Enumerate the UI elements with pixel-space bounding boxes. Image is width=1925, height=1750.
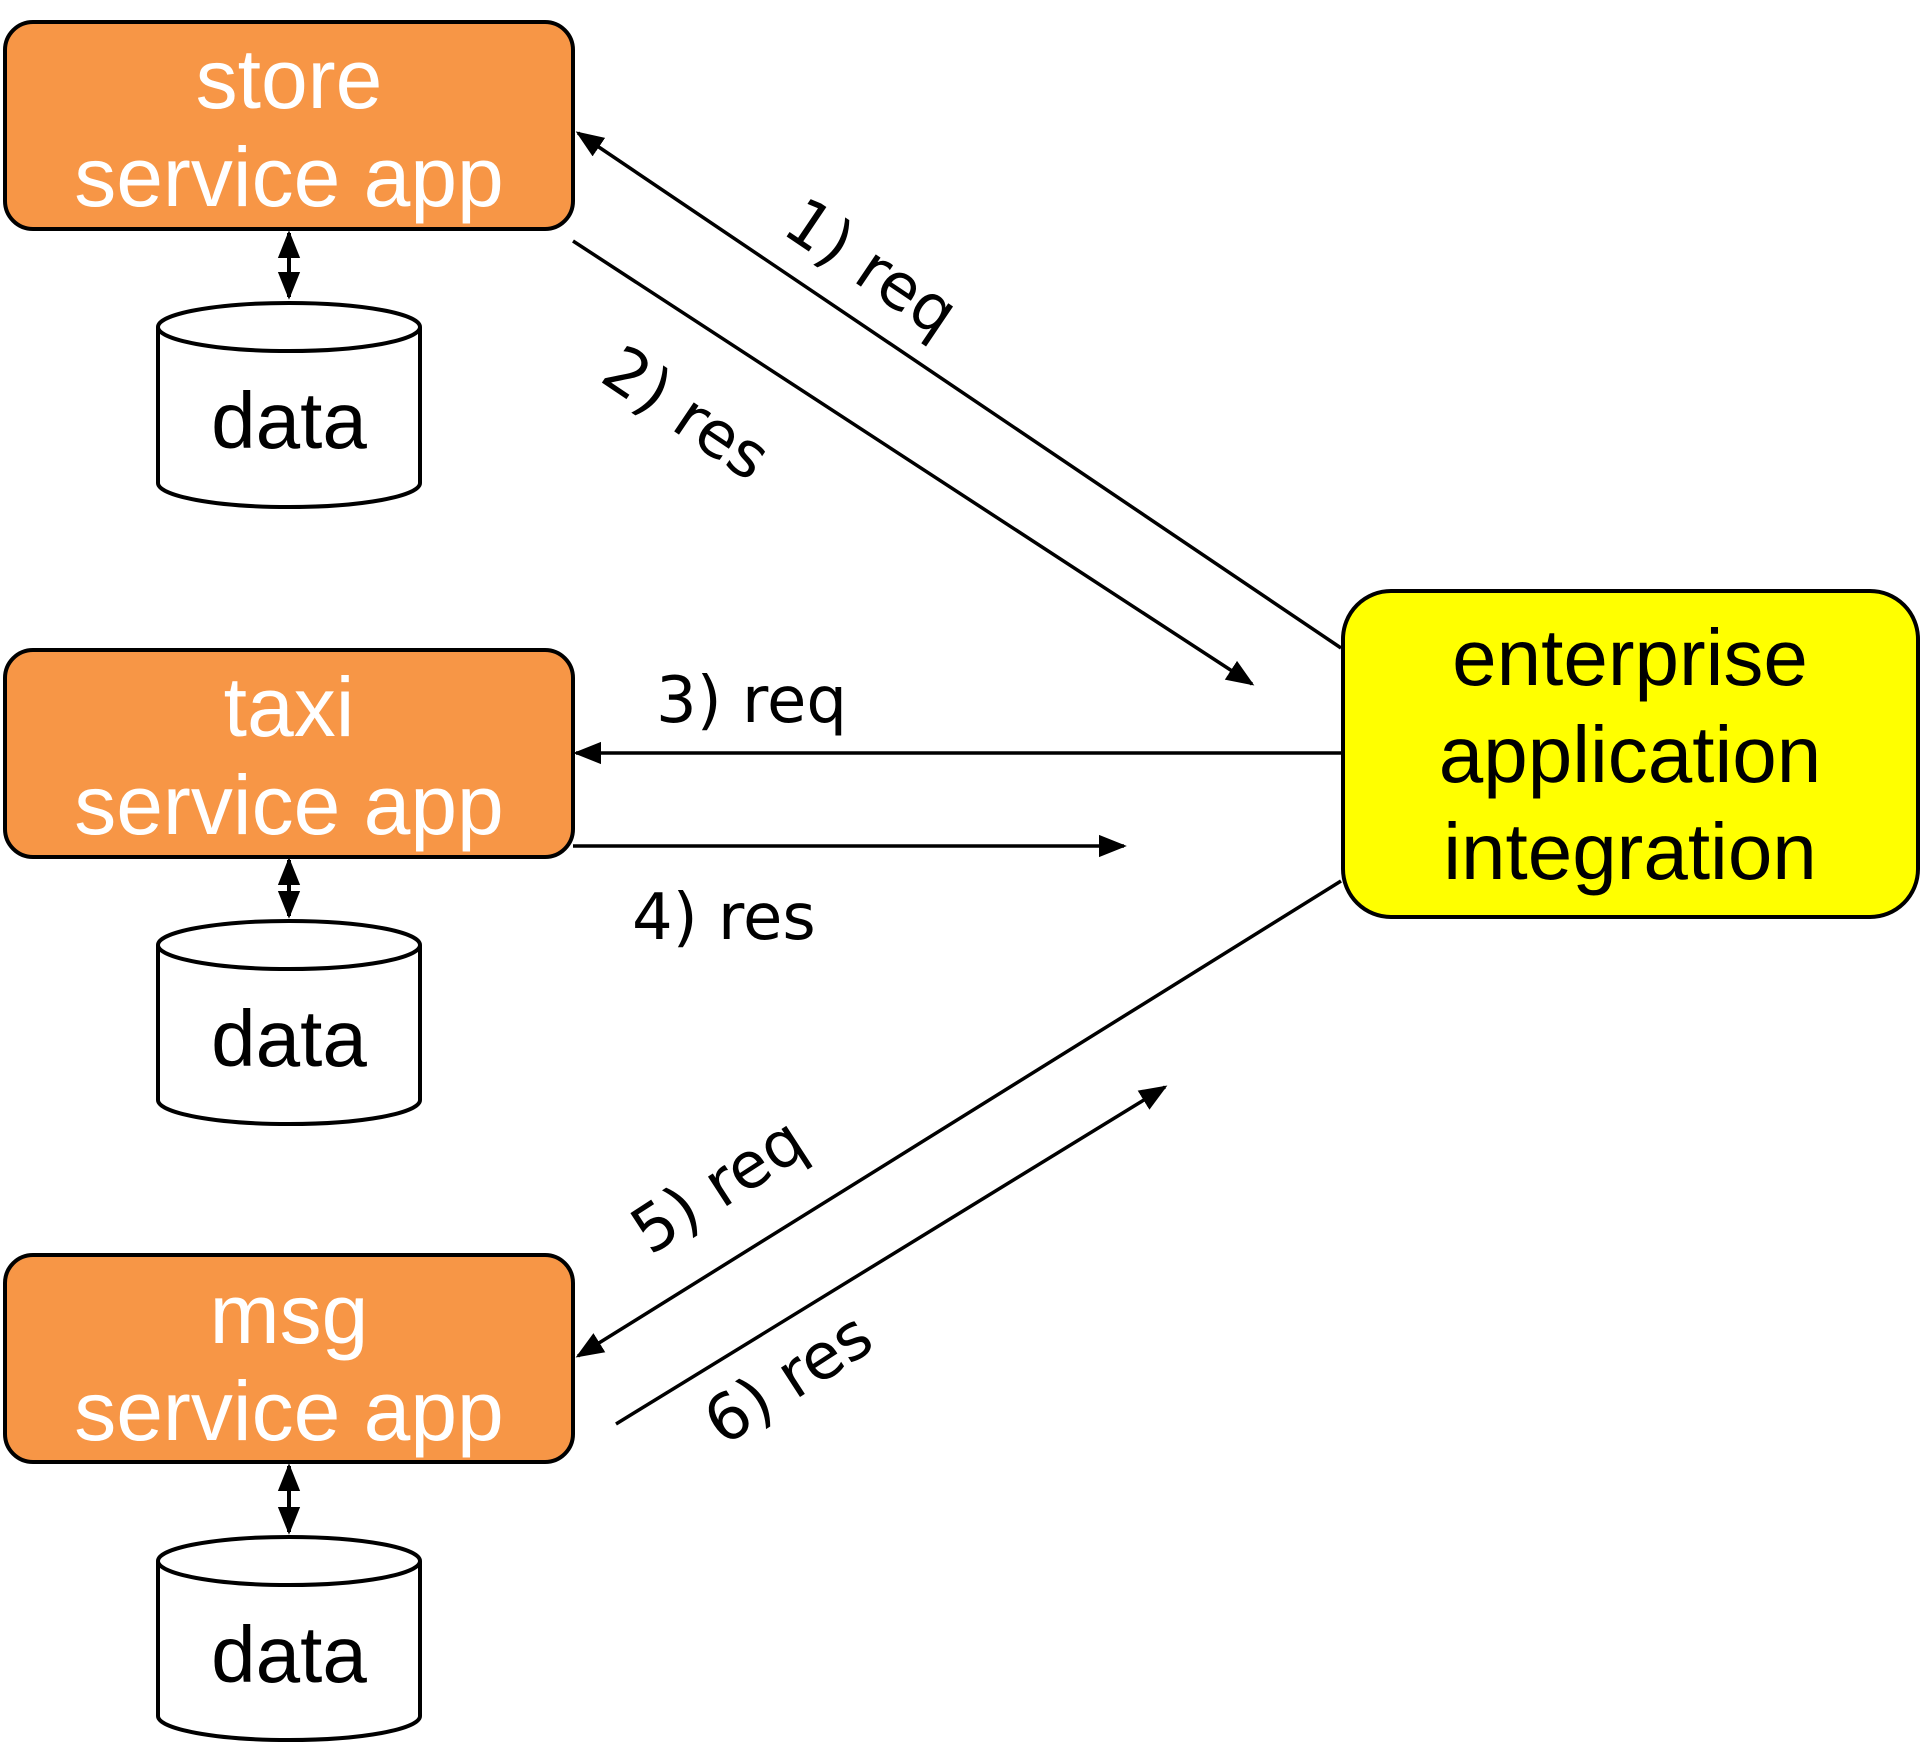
eai-box — [1341, 589, 1920, 919]
store-database: data — [156, 301, 422, 509]
msg-service-app: msg service app — [3, 1253, 575, 1464]
flow-4-label: 4) res — [632, 881, 816, 955]
msg-app-title: msg — [210, 1267, 369, 1361]
flow-1-req-arrow — [575, 131, 1342, 650]
msg-app-subtitle: service app — [74, 1364, 504, 1458]
store-app-subtitle: service app — [74, 130, 504, 224]
eai-line-1: enterprise — [1452, 613, 1808, 702]
taxi-database: data — [156, 919, 422, 1126]
msg-app-box — [3, 1253, 575, 1464]
eai-line-2: application — [1439, 710, 1822, 799]
eai-hub: enterprise application integration — [1341, 589, 1920, 919]
msg-database: data — [156, 1535, 422, 1742]
flow-2-label: 2) res — [589, 332, 783, 496]
msg-db-label: data — [211, 1610, 367, 1699]
flow-5-label: 5) req — [618, 1103, 818, 1269]
flow-2-res-arrow — [572, 239, 1255, 686]
taxi-app-title: taxi — [224, 660, 355, 754]
taxi-db-top — [156, 919, 422, 971]
store-db-body — [156, 327, 422, 509]
msg-db-body — [156, 1561, 422, 1742]
flow-5-req-arrow — [575, 879, 1342, 1358]
store-app-title: store — [196, 32, 383, 126]
eai-line-3: integration — [1443, 807, 1817, 896]
flow-1-label: 1) req — [771, 184, 971, 352]
store-db-label: data — [211, 376, 367, 465]
flow-6-label: 6) res — [691, 1298, 885, 1460]
taxi-db-label: data — [211, 994, 367, 1083]
store-service-app: store service app — [3, 20, 575, 231]
store-app-box — [3, 20, 575, 231]
taxi-app-box — [3, 648, 575, 859]
taxi-app-subtitle: service app — [74, 758, 504, 852]
taxi-db-body — [156, 945, 422, 1126]
flow-6-res-arrow — [615, 1085, 1168, 1426]
msg-db-top — [156, 1535, 422, 1587]
taxi-service-app: taxi service app — [3, 648, 575, 859]
flow-3-label: 3) req — [656, 664, 847, 738]
store-db-top — [156, 301, 422, 353]
